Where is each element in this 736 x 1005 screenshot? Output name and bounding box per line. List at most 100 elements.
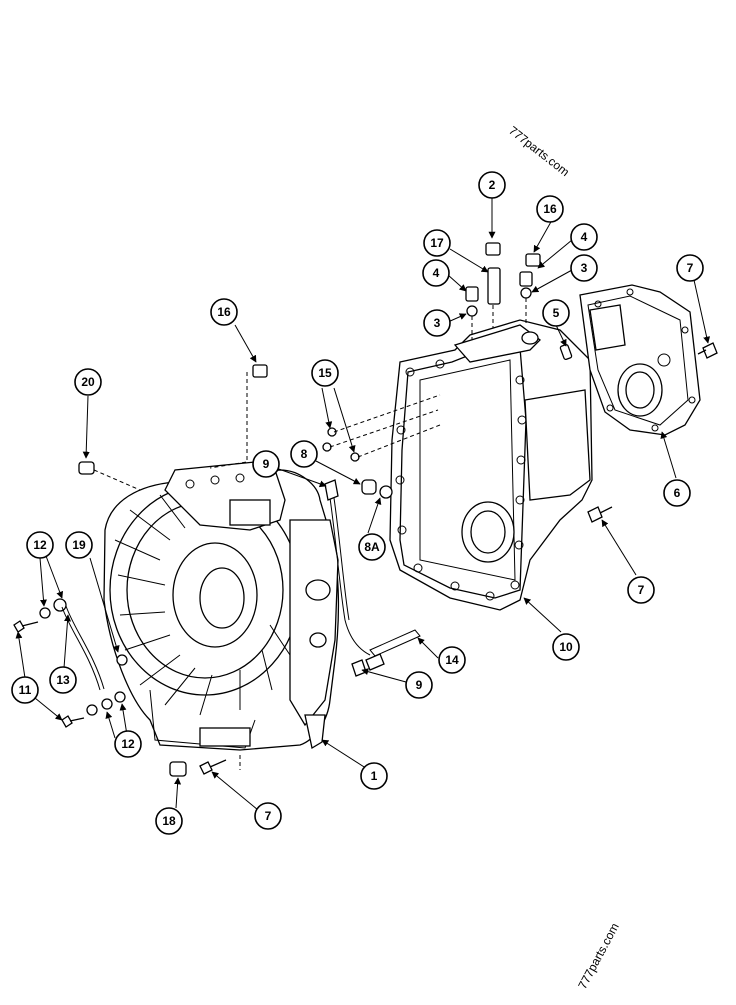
callout-number: 18 [162, 814, 176, 828]
callout-number: 15 [318, 366, 332, 380]
oil-line-14 [329, 497, 371, 656]
callout-19: 19 [65, 531, 93, 559]
callout-circle [114, 730, 142, 758]
callout-circle [570, 223, 598, 251]
callout-number: 1 [371, 769, 378, 783]
callout-number: 9 [416, 678, 423, 692]
o-ring-8A [379, 485, 393, 499]
callout-12: 12 [114, 730, 142, 758]
callout-circle [210, 298, 238, 326]
callout-circle [552, 633, 580, 661]
callout-20: 20 [74, 368, 102, 396]
callout-labels: 1233445677788A99101112121314151616171819… [11, 171, 704, 835]
callout-circle [311, 359, 339, 387]
callout-circle [676, 254, 704, 282]
plug-4-left [465, 286, 479, 302]
callout-circle [405, 671, 433, 699]
callout-8: 8 [290, 440, 318, 468]
plug-8 [361, 479, 377, 495]
callout-number: 17 [430, 236, 444, 250]
callout-7: 7 [254, 802, 282, 830]
callout-7: 7 [676, 254, 704, 282]
plug-19 [116, 654, 128, 666]
callout-circle [74, 368, 102, 396]
callout-number: 8A [364, 540, 380, 554]
bolt-7-bottom [199, 759, 227, 775]
callout-number: 7 [265, 809, 272, 823]
callout-circle [290, 440, 318, 468]
callout-circle [423, 229, 451, 257]
callout-16: 16 [536, 195, 564, 223]
callout-circle [360, 762, 388, 790]
plug-4-right [519, 271, 533, 287]
callout-number: 3 [581, 261, 588, 275]
callout-circle [570, 254, 598, 282]
callout-number: 7 [687, 261, 694, 275]
callout-3: 3 [570, 254, 598, 282]
bolt-11-upper [13, 620, 39, 633]
callout-number: 16 [543, 202, 557, 216]
callout-3: 3 [423, 309, 451, 337]
plug-20 [78, 461, 95, 475]
callout-8A: 8A [358, 533, 386, 561]
watermark-top: 777parts.com [506, 123, 572, 179]
fitting-9-upper [324, 479, 339, 501]
callout-number: 9 [263, 457, 270, 471]
callout-number: 7 [638, 583, 645, 597]
callout-17: 17 [423, 229, 451, 257]
callout-number: 4 [433, 266, 440, 280]
fitting-9-lower [351, 653, 385, 677]
plug-16-left [252, 364, 268, 378]
callout-number: 2 [489, 178, 496, 192]
callout-number: 4 [581, 230, 588, 244]
callout-circle [358, 533, 386, 561]
callout-number: 3 [434, 316, 441, 330]
callout-number: 20 [81, 375, 95, 389]
callout-number: 8 [301, 447, 308, 461]
callout-number: 19 [72, 538, 86, 552]
callout-number: 11 [19, 683, 32, 697]
callout-circle [627, 576, 655, 604]
callout-6: 6 [663, 479, 691, 507]
callout-18: 18 [155, 807, 183, 835]
callout-15: 15 [311, 359, 339, 387]
callout-circle [49, 666, 77, 694]
callout-1: 1 [360, 762, 388, 790]
transmission-housing-part [103, 461, 340, 751]
callout-circle [11, 676, 39, 704]
callout-12: 12 [26, 531, 54, 559]
callout-9: 9 [405, 671, 433, 699]
cover-plate-part [579, 284, 701, 436]
callout-4: 4 [570, 223, 598, 251]
callout-circle [663, 479, 691, 507]
callout-14: 14 [438, 646, 466, 674]
callout-circle [252, 450, 280, 478]
callout-10: 10 [552, 633, 580, 661]
callout-circle [155, 807, 183, 835]
bolt-7-right [697, 342, 718, 359]
watermark-bottom: 777parts.com [575, 921, 621, 992]
bolt-7-middle [587, 506, 613, 523]
callout-16: 16 [210, 298, 238, 326]
callout-circle [65, 531, 93, 559]
callout-number: 14 [445, 653, 459, 667]
callout-4: 4 [422, 259, 450, 287]
callout-circle [422, 259, 450, 287]
callout-13: 13 [49, 666, 77, 694]
callout-number: 13 [56, 673, 70, 687]
callout-number: 10 [559, 640, 573, 654]
callout-circle [438, 646, 466, 674]
callout-circle [542, 299, 570, 327]
callout-circle [254, 802, 282, 830]
callout-number: 16 [217, 305, 231, 319]
o-ring-3-left [466, 305, 478, 317]
callout-number: 12 [121, 737, 135, 751]
plug-16-right [525, 253, 541, 267]
callout-number: 12 [33, 538, 47, 552]
callout-number: 5 [553, 306, 560, 320]
callout-7: 7 [627, 576, 655, 604]
ground-strap-13 [61, 605, 105, 691]
callout-9: 9 [252, 450, 280, 478]
